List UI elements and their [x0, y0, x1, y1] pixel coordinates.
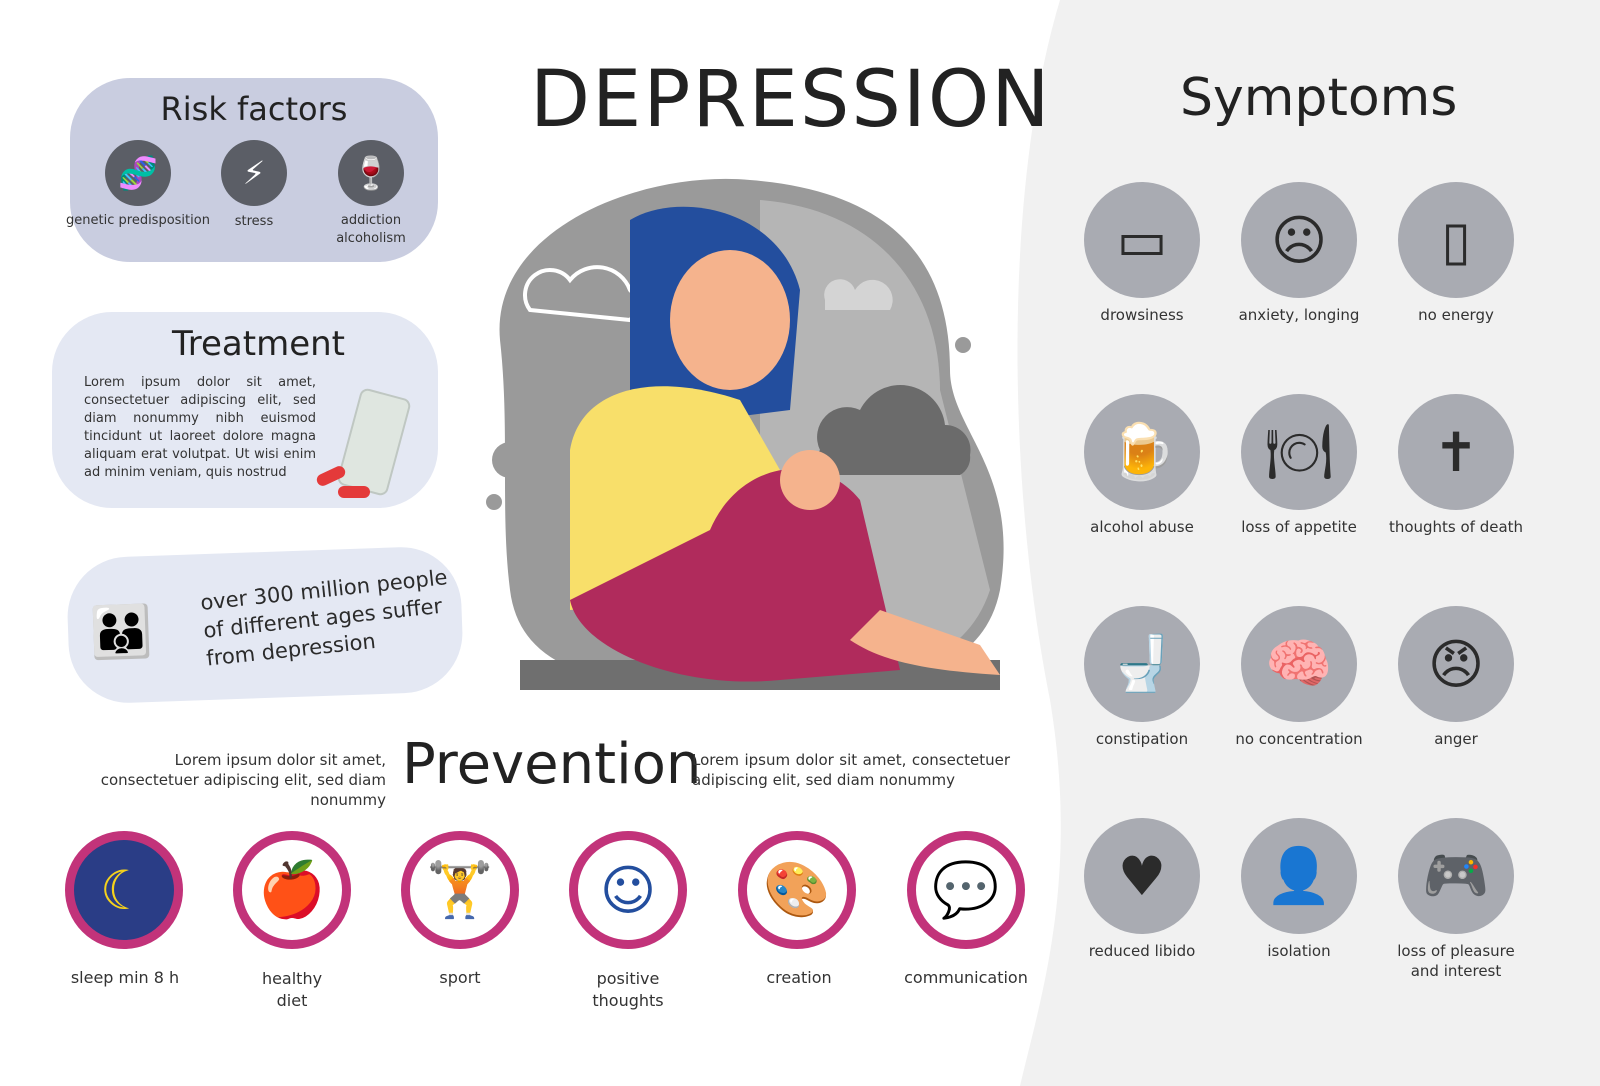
family-icon: 👪: [89, 601, 154, 663]
risk-factor-label: genetic predisposition: [66, 213, 210, 228]
gamepad-icon: 🎮: [1398, 818, 1514, 934]
gravestone-icon: ✝: [1398, 394, 1514, 510]
prevention-label: healthy diet: [261, 969, 323, 1010]
beer-wine-icon: 🍺: [1084, 394, 1200, 510]
prevention-label: sport: [439, 968, 481, 987]
symptoms-heading: Symptoms: [1180, 68, 1458, 128]
symptom-label: loss of appetite: [1241, 518, 1357, 536]
pillow-icon: ▭: [1084, 182, 1200, 298]
angry-girl-icon: 😠: [1398, 606, 1514, 722]
treatment-heading: Treatment: [172, 324, 346, 364]
pills-icon: [335, 386, 413, 498]
depressed-girl-illustration: [486, 178, 1004, 690]
palette-icon: 🎨: [738, 831, 856, 949]
symptom-label: no energy: [1418, 306, 1494, 324]
symptom-label: reduced libido: [1088, 942, 1196, 960]
prevention-label: creation: [766, 968, 832, 987]
dumbbell-icon: 🏋: [401, 831, 519, 949]
risk-factors-heading: Risk factors: [160, 90, 348, 128]
symptom-label: isolation: [1267, 942, 1331, 960]
risk-factor-label: addiction alcoholism: [336, 213, 406, 246]
prevention-right-text: Lorem ipsum dolor sit amet, consectetuer…: [692, 751, 1010, 789]
page-title: DEPRESSION: [530, 55, 1052, 145]
symptom-label: alcohol abuse: [1090, 518, 1194, 536]
sad-girl-icon: ☹: [1241, 182, 1357, 298]
symptom-label: thoughts of death: [1388, 518, 1524, 536]
capsule-icon: [338, 486, 370, 498]
food-icon: 🍎: [233, 831, 351, 949]
toilet-icon: 🚽: [1084, 606, 1200, 722]
smiling-girl-icon: ☺: [569, 831, 687, 949]
plate-arrow-icon: 🍽: [1241, 394, 1357, 510]
brain-head-icon: 🧠: [1241, 606, 1357, 722]
prevention-label: positive thoughts: [592, 969, 664, 1010]
risk-factor-label: stress: [234, 214, 274, 229]
heart-down-icon: ♥: [1084, 818, 1200, 934]
moon-icon: ☾: [65, 831, 183, 949]
symptom-label: drowsiness: [1100, 306, 1184, 324]
prevention-label: sleep min 8 h: [70, 968, 180, 987]
symptom-label: anxiety, longing: [1238, 306, 1360, 324]
syringe-wine-icon: 🍷: [338, 140, 404, 206]
lightning-icon: ⚡: [221, 140, 287, 206]
stats-card: 👪 over 300 million people of different a…: [65, 545, 465, 705]
symptom-label: loss of pleasure and interest: [1397, 942, 1515, 980]
prevention-left-text: Lorem ipsum dolor sit amet, consectetuer…: [100, 751, 386, 809]
prevention-label: communication: [904, 968, 1028, 987]
treatment-text: Lorem ipsum dolor sit amet, consectetuer…: [84, 375, 316, 480]
prevention-heading: Prevention: [402, 732, 702, 797]
symptom-label: no concentration: [1235, 730, 1363, 748]
symptom-label: anger: [1434, 730, 1478, 748]
low-battery-icon: ▯: [1398, 182, 1514, 298]
isolated-person-icon: 👤: [1241, 818, 1357, 934]
symptom-label: constipation: [1095, 730, 1189, 748]
stats-text: over 300 million people of different age…: [199, 565, 449, 671]
dna-icon: 🧬: [105, 140, 171, 206]
talking-people-icon: 💬: [907, 831, 1025, 949]
treatment-card: Treatment Lorem ipsum dolor sit amet, co…: [52, 312, 438, 508]
